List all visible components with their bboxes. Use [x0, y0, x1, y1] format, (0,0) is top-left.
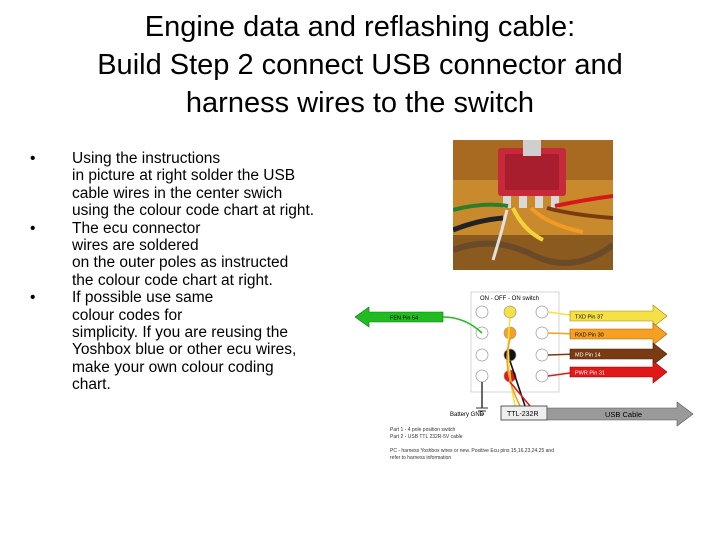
- right-arrow-rxd: RXD Pin 30: [569, 322, 668, 346]
- pwr-label: PWR Pin 31: [575, 371, 605, 377]
- right-arrow-md: MD Pin 14: [569, 342, 668, 366]
- battery-ground-label: Battery GND: [450, 412, 485, 418]
- bullet-line: using the colour code chart at right.: [72, 202, 315, 220]
- switch-wiring-photo: [453, 140, 613, 270]
- diagram-note: PC - harness Yoshbox wires or new. Posit…: [390, 448, 554, 454]
- bullet-line: If possible use same: [72, 289, 214, 307]
- bullet-item: • Using the instructions in picture at r…: [30, 150, 360, 220]
- bullet-item: • If possible use same colour codes for …: [30, 289, 360, 393]
- bullet-list: • Using the instructions in picture at r…: [30, 150, 360, 394]
- bullet-line: in picture at right solder the USB: [72, 167, 296, 185]
- diagram-note: Part 1 - 4 pole position switch: [390, 427, 456, 433]
- usb-cable-arrow: [546, 401, 694, 427]
- diagram-note: refer to harness information: [390, 455, 451, 461]
- usb-cable-label: USB Cable: [605, 410, 642, 419]
- switch-outline: [470, 291, 560, 393]
- bullet-line: Yoshbox blue or other ecu wires,: [72, 341, 297, 359]
- md-label: MD Pin 14: [575, 353, 601, 359]
- rxd-label: RXD Pin 30: [575, 333, 604, 339]
- bullet-dot: •: [30, 289, 36, 307]
- bullet-line: wires are soldered: [72, 237, 199, 255]
- txd-label: TXD Pin 37: [575, 315, 603, 321]
- bullet-line: simplicity. If you are reusing the: [72, 324, 288, 342]
- bullet-line: on the outer poles as instructed: [72, 254, 289, 272]
- bullet-line: chart.: [72, 376, 111, 394]
- bullet-dot: •: [30, 219, 36, 237]
- right-arrow-pwr: PWR Pin 31: [569, 360, 668, 384]
- title-line: harness wires to the switch: [185, 87, 535, 119]
- bullet-line: the colour code chart at right.: [72, 271, 273, 289]
- bullet-line: The ecu connector: [72, 219, 201, 237]
- bullet-line: cable wires in the center swich: [72, 184, 283, 202]
- ground-symbol: [476, 407, 488, 415]
- bullet-item: • The ecu connector wires are soldered o…: [30, 220, 360, 290]
- slide-title: Engine data and reflashing cable: Build …: [40, 8, 680, 122]
- switch-label: ON - OFF - ON switch: [480, 296, 539, 302]
- left-arrow-label: FEN Pin 54: [390, 316, 418, 322]
- diagram-note: Part 2 - USB TTL 232R-5V cable: [390, 434, 463, 440]
- switch-terminals: [475, 305, 549, 383]
- wiring-diagram: ON - OFF - ON switch FEN Pin 54 TXD Pin …: [355, 291, 694, 461]
- bullet-dot: •: [30, 150, 36, 167]
- bullet-line: colour codes for: [72, 306, 183, 324]
- bullet-line: Using the instructions: [72, 150, 221, 167]
- right-arrow-txd: TXD Pin 37: [569, 304, 668, 328]
- title-line: Build Step 2 connect USB connector and: [97, 49, 623, 81]
- title-line: Engine data and reflashing cable:: [144, 11, 576, 43]
- bullet-line: make your own colour coding: [72, 358, 274, 376]
- ttl-label: TTL-232R: [507, 411, 539, 418]
